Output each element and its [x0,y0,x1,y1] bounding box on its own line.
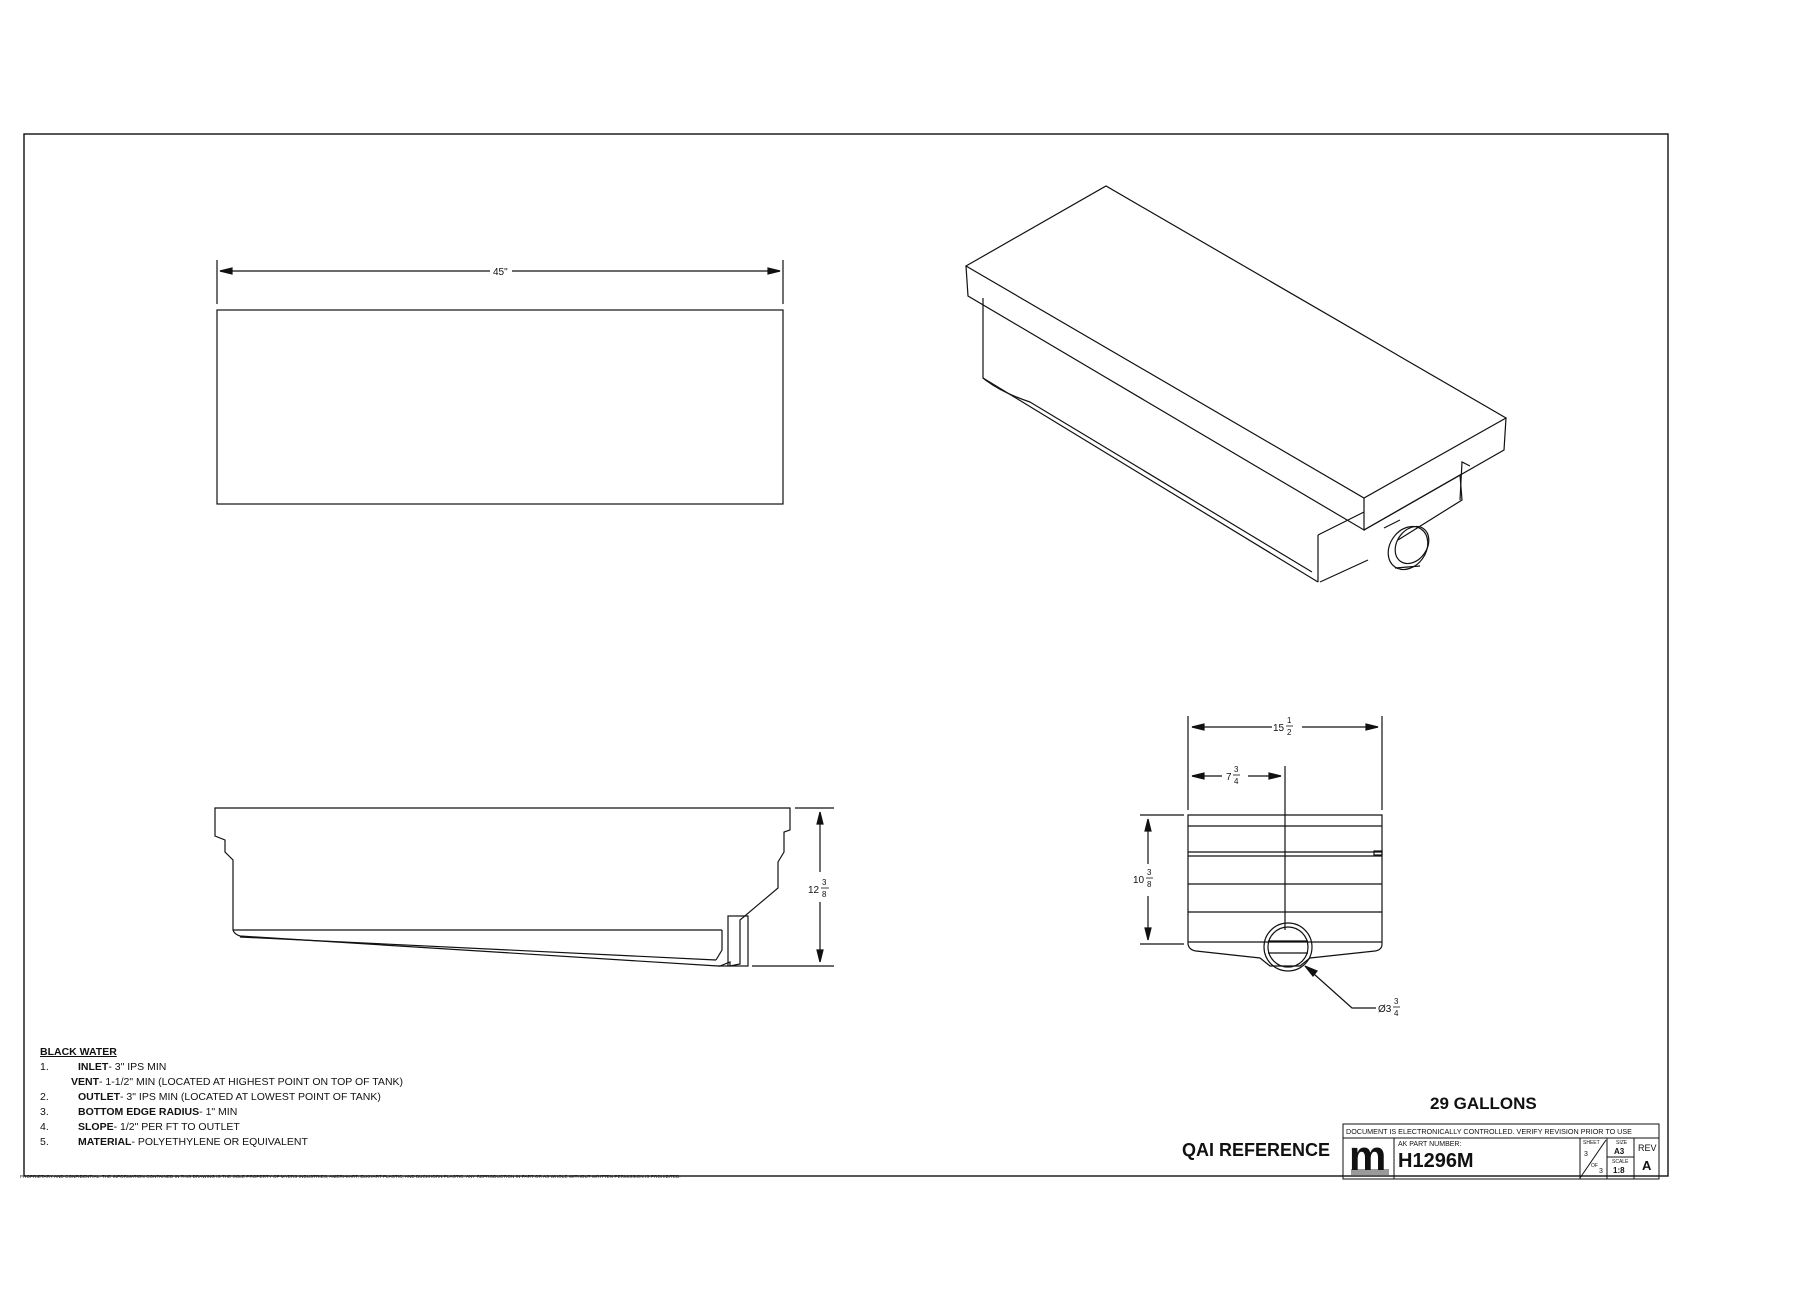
note-item: 2.OUTLET - 3" IPS MIN (LOCATED AT LOWEST… [40,1091,381,1103]
top-length-dim: 45" [493,267,508,278]
end-view [1140,716,1383,1009]
svg-text:8: 8 [822,890,827,899]
side-view-outline [214,807,791,967]
logo: m [1349,1132,1386,1179]
svg-text:8: 8 [1147,880,1152,889]
side-view [214,807,834,967]
title-block [1342,1123,1660,1180]
end-width-dim: 15 1 2 [1273,716,1293,737]
top-view [216,260,784,505]
scale-label: SCALE [1612,1159,1629,1165]
capacity-label: 29 GALLONS [1430,1094,1537,1113]
sheet-total: 3 [1599,1168,1603,1175]
sheet-label: SHEET [1583,1140,1600,1146]
svg-text:3: 3 [1234,765,1239,774]
rev-value: A [1642,1158,1652,1173]
end-outlet-inner [1267,926,1309,968]
doc-control-notice: DOCUMENT IS ELECTRONICALLY CONTROLLED. V… [1346,1127,1632,1136]
top-view-outline [216,309,784,505]
end-outlet-leader [1304,965,1376,1009]
svg-text:Ø3: Ø3 [1378,1004,1392,1015]
size-value: A3 [1614,1147,1625,1156]
note-item: 5.MATERIAL - POLYETHYLENE OR EQUIVALENT [40,1136,308,1148]
sheet-number: 3 [1584,1151,1588,1158]
end-half-dim: 7 3 4 [1226,765,1240,786]
end-view-outline [1187,814,1383,967]
svg-text:2: 2 [1287,728,1292,737]
qai-reference: QAI REFERENCE [1182,1140,1331,1160]
notes: BLACK WATER 1.INLET - 3" IPS MIN VENT - … [40,1045,600,1150]
end-height-dim: 10 3 8 [1133,868,1153,889]
end-outlet-outer [1263,922,1313,972]
svg-text:7: 7 [1226,772,1232,783]
isometric-view [964,185,1508,583]
side-height-dim: 12 3 8 [808,878,829,899]
svg-text:15: 15 [1273,723,1285,734]
note-item: 3.BOTTOM EDGE RADIUS - 1" MIN [40,1106,238,1118]
sheet-of: OF [1591,1163,1598,1169]
svg-text:3: 3 [822,878,827,887]
notes-heading: BLACK WATER [40,1046,117,1058]
svg-text:4: 4 [1234,777,1239,786]
svg-text:3: 3 [1394,997,1399,1006]
scale-value: 1:8 [1613,1166,1625,1175]
svg-text:4: 4 [1394,1009,1399,1018]
svg-text:1: 1 [1287,716,1292,725]
part-number: H1296M [1398,1150,1474,1172]
note-item: VENT - 1-1/2" MIN (LOCATED AT HIGHEST PO… [71,1076,404,1088]
note-item: 4.SLOPE - 1/2" PER FT TO OUTLET [40,1121,240,1133]
logo-underbar [1351,1169,1389,1175]
iso-outlet-inner [1394,525,1430,565]
rev-label: REV [1638,1143,1657,1153]
svg-text:10: 10 [1133,875,1145,886]
end-outlet-dim: Ø3 3 4 [1378,997,1400,1018]
svg-text:3: 3 [1147,868,1152,877]
drawing-border [23,133,1669,1177]
svg-text:12: 12 [808,885,820,896]
iso-outlet-outer [1387,525,1429,571]
size-label: SIZE [1616,1140,1628,1146]
note-item: 1.INLET - 3" IPS MIN [40,1061,167,1073]
part-number-label: AK PART NUMBER: [1398,1141,1462,1148]
proprietary-notice: PROPRIETARY AND CONFIDENTIAL. THE INFORM… [20,1174,681,1179]
